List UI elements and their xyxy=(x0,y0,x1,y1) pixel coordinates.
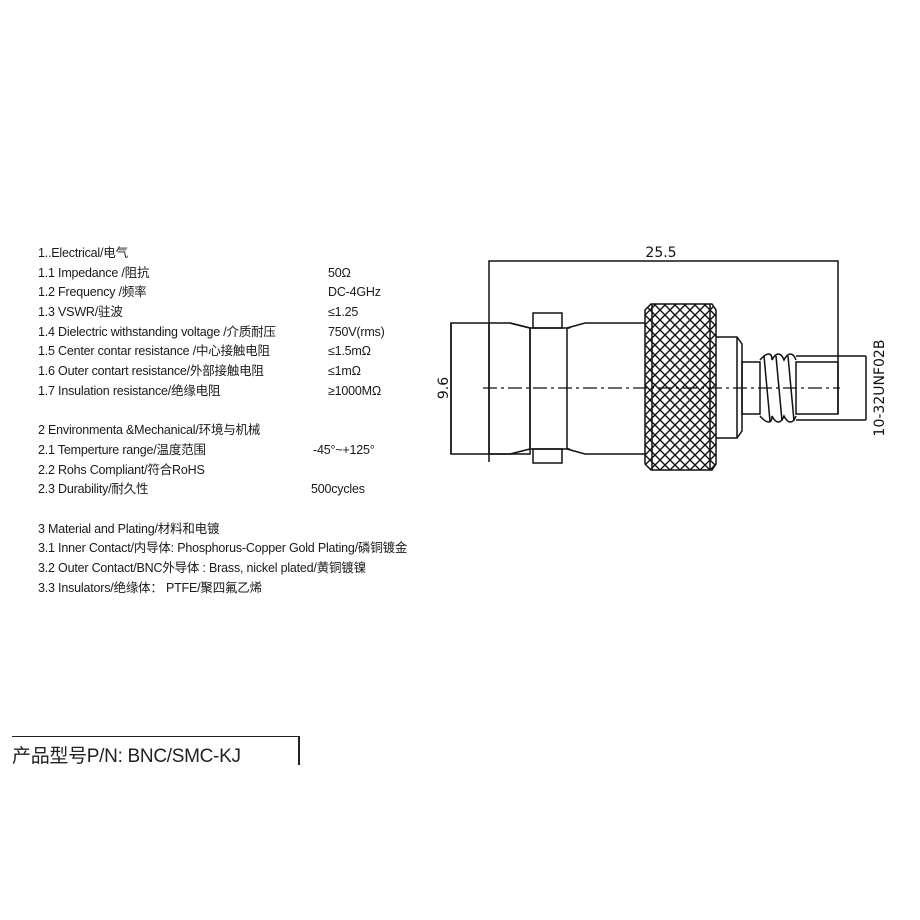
spec-row-center-resistance: 1.5 Center contar resistance /中心接触电阻≤1.5… xyxy=(38,344,371,359)
length-dimension-label: 25.5 xyxy=(645,245,676,261)
spec-row-temperature: 2.1 Temperture range/温度范围-45°~+125° xyxy=(38,442,375,457)
bayonet-pin-bottom xyxy=(532,448,563,464)
section-heading-environmental: 2 Environmenta &Mechanical/环境与机械 xyxy=(38,423,261,438)
knurled-nut xyxy=(644,303,717,471)
part-number-label: 产品型号P/N: BNC/SMC-KJ xyxy=(12,746,241,767)
spec-row-rohs: 2.2 Rohs Compliant/符合RoHS xyxy=(38,462,205,477)
spec-row-outer-resistance: 1.6 Outer contart resistance/外部接触电阻≤1mΩ xyxy=(38,364,361,379)
spec-row-insulation-resistance: 1.7 Insulation resistance/绝缘电阻≥1000MΩ xyxy=(38,383,382,398)
spec-row-vswr: 1.3 VSWR/驻波≤1.25 xyxy=(38,305,359,320)
spec-row-inner-contact: 3.1 Inner Contact/内导体: Phosphorus-Copper… xyxy=(38,541,408,556)
section-heading-electrical: 1..Electrical/电气 xyxy=(38,246,128,260)
spec-row-insulator: 3.3 Insulators/绝缘体： PTFE/聚四氟乙烯 xyxy=(38,580,262,595)
section-heading-material: 3 Material and Plating/材料和电镀 xyxy=(38,521,220,536)
part-number-box: 产品型号P/N: BNC/SMC-KJ xyxy=(12,736,300,767)
bayonet-pin-top xyxy=(532,312,563,329)
spec-row-dielectric-voltage: 1.4 Dielectric withstanding voltage /介质耐… xyxy=(38,324,385,339)
thread-spec-label: 10-32UNF02B xyxy=(872,340,888,437)
diameter-dimension-label: 9.6 xyxy=(436,377,452,399)
spec-row-outer-contact: 3.2 Outer Contact/BNC外导体 : Brass, nickel… xyxy=(38,561,366,575)
